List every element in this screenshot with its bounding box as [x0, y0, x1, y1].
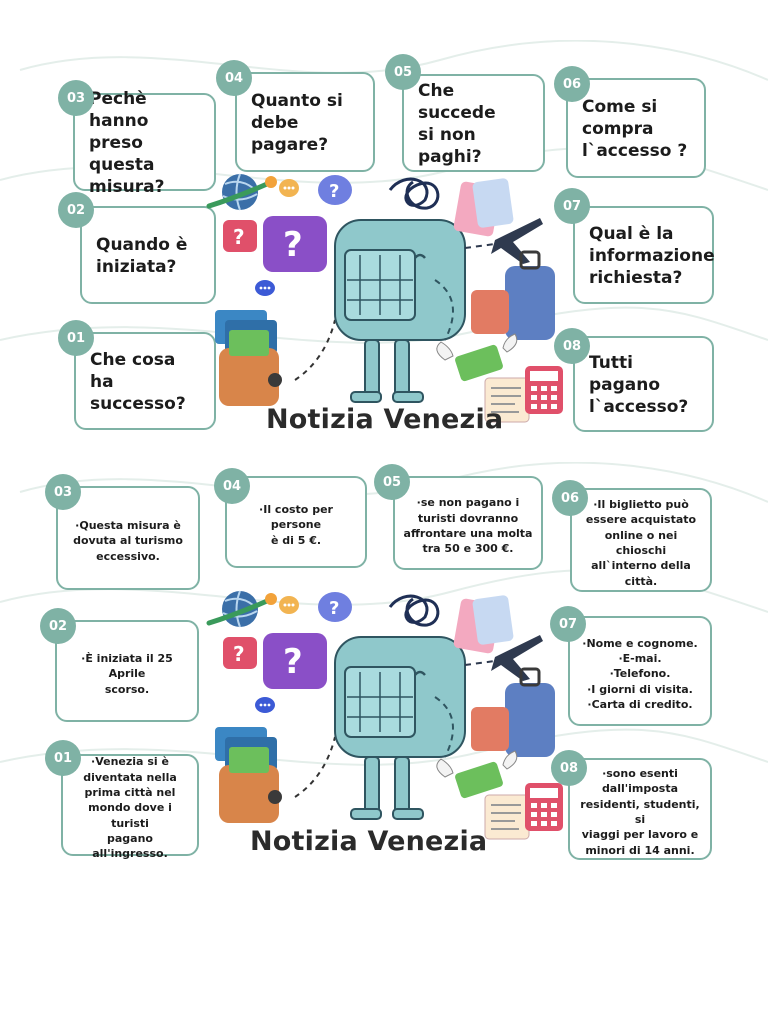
globe-icon	[206, 173, 277, 211]
number-badge: 02	[40, 608, 76, 644]
number-badge: 01	[58, 320, 94, 356]
answer-card-06: ·Il biglietto può essere acquistato onli…	[570, 488, 712, 592]
question-text: Come si compra l`accesso ?	[582, 96, 688, 162]
question-card-01: Che cosa ha successo?	[74, 332, 216, 430]
number-badge: 07	[550, 606, 586, 642]
suitcase-icon	[471, 250, 555, 340]
questions-panel: 03 Pechè hanno preso questa misura? 04 Q…	[0, 40, 768, 450]
number-badge: 08	[554, 328, 590, 364]
page-title: Notizia Venezia	[266, 404, 504, 435]
number-badge: 06	[552, 480, 588, 516]
question-bubble-icon: ?	[263, 633, 327, 689]
question-text: Tutti pagano l`accesso?	[589, 352, 689, 418]
chat-bubble-icon	[279, 179, 299, 197]
answers-panel: 03 ·Questa misura è dovuta al turismo ec…	[0, 462, 768, 872]
confused-tourist-illustration: ? ? ?	[206, 590, 563, 840]
answer-card-02: ·È iniziata il 25 Aprile scorso.	[55, 620, 199, 722]
question-card-04: Quanto si debe pagare?	[235, 72, 375, 172]
scribble-icon	[388, 177, 440, 210]
answer-text: ·Il biglietto può essere acquistato onli…	[585, 497, 697, 588]
confused-character	[334, 219, 466, 403]
question-bubble-icon: ?	[318, 175, 352, 205]
question-card-02: Quando è iniziata?	[80, 206, 216, 304]
airplane-icon	[491, 635, 543, 681]
svg-text:?: ?	[329, 598, 339, 619]
question-text: Qual è la informazione richiesta?	[589, 223, 715, 289]
answer-card-01: ·Venezia si è diventata nella prima citt…	[61, 754, 199, 860]
answer-text: ·Questa misura è dovuta al turismo ecces…	[73, 518, 183, 563]
answer-card-07: ·Nome e cognome. ·E-mai. ·Telefono. ·I g…	[568, 616, 712, 726]
receipt-icon	[484, 377, 530, 423]
answer-text: ·sono esenti dall'imposta residenti, stu…	[580, 766, 700, 857]
svg-text:?: ?	[283, 225, 303, 265]
question-text: Pechè hanno preso questa misura?	[89, 88, 165, 198]
number-badge: 06	[554, 66, 590, 102]
winged-money-icon	[436, 750, 518, 799]
question-card-05: Che succede si non paghi?	[402, 74, 545, 172]
confused-character	[334, 636, 466, 820]
question-text: Che succede si non paghi?	[418, 80, 496, 168]
chat-bubble-icon	[255, 280, 275, 296]
question-card-06: Come si compra l`accesso ?	[566, 78, 706, 178]
passport-icon	[453, 178, 514, 237]
question-bubble-icon: ?	[223, 220, 257, 252]
svg-text:?: ?	[329, 181, 339, 202]
number-badge: 01	[45, 740, 81, 776]
winged-money-icon	[436, 333, 518, 382]
calculator-icon	[525, 783, 563, 831]
globe-icon	[206, 590, 277, 628]
svg-text:?: ?	[233, 225, 245, 249]
number-badge: 08	[551, 750, 587, 786]
question-bubble-icon: ?	[223, 637, 257, 669]
scribble-icon	[388, 594, 440, 627]
question-text: Quanto si debe pagare?	[251, 90, 343, 156]
question-bubble-icon: ?	[263, 216, 327, 272]
answer-text: ·se non pagano i turisti dovranno affron…	[403, 496, 533, 556]
number-badge: 03	[45, 474, 81, 510]
passport-icon	[453, 595, 514, 654]
suitcase-icon	[471, 667, 555, 757]
number-badge: 03	[58, 80, 94, 116]
number-badge: 04	[214, 468, 250, 504]
answer-card-03: ·Questa misura è dovuta al turismo ecces…	[56, 486, 200, 590]
svg-text:?: ?	[233, 642, 245, 666]
question-card-07: Qual è la informazione richiesta?	[573, 206, 715, 304]
number-badge: 07	[554, 188, 590, 224]
receipt-icon	[484, 794, 530, 840]
page-title: Notizia Venezia	[250, 826, 488, 857]
chat-bubble-icon	[279, 596, 299, 614]
answer-text: ·Il costo per persone è di 5 €.	[259, 502, 333, 547]
calculator-icon	[525, 366, 563, 414]
number-badge: 04	[216, 60, 252, 96]
answer-text: ·È iniziata il 25 Aprile scorso.	[81, 651, 173, 696]
answer-card-05: ·se non pagano i turisti dovranno affron…	[393, 476, 543, 570]
question-text: Quando è iniziata?	[96, 234, 188, 277]
question-bubble-icon: ?	[318, 592, 352, 622]
number-badge: 02	[58, 192, 94, 228]
question-card-08: Tutti pagano l`accesso?	[573, 336, 714, 432]
confused-tourist-illustration: ? ? ?	[206, 173, 563, 423]
number-badge: 05	[374, 464, 410, 500]
answer-card-08: ·sono esenti dall'imposta residenti, stu…	[568, 758, 712, 860]
answer-text: ·Nome e cognome. ·E-mai. ·Telefono. ·I g…	[582, 636, 698, 712]
question-text: Che cosa ha successo?	[90, 349, 186, 415]
answer-text: ·Venezia si è diventata nella prima citt…	[83, 755, 177, 861]
question-card-03: Pechè hanno preso questa misura?	[73, 89, 216, 197]
svg-text:?: ?	[283, 642, 303, 682]
airplane-icon	[491, 218, 543, 264]
chat-bubble-icon	[255, 697, 275, 713]
number-badge: 05	[385, 54, 421, 90]
